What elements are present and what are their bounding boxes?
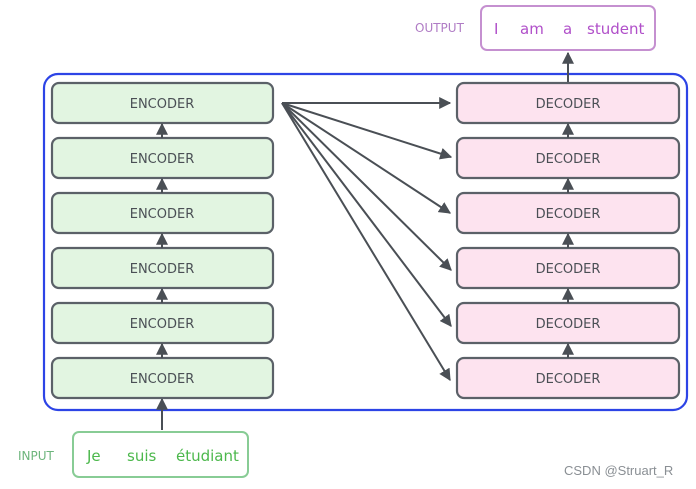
input-word: étudiant: [176, 447, 239, 465]
output-label: OUTPUT: [415, 21, 465, 35]
input-box: [72, 431, 249, 478]
encoder-label: ENCODER: [130, 97, 195, 112]
input-word: Je: [86, 447, 101, 465]
watermark: CSDN @Struart_R: [564, 463, 674, 478]
encoder-block: ENCODER: [50, 246, 275, 290]
output-word: a: [563, 20, 572, 38]
encoder-to-decoder-arrow: [281, 102, 452, 271]
output-word: student: [587, 20, 644, 38]
input-label: INPUT: [18, 449, 55, 463]
decoder-block: DECODER: [455, 191, 681, 235]
encoder-block: ENCODER: [50, 191, 275, 235]
decoder-label: DECODER: [536, 262, 601, 277]
encoder-to-decoder-arrow: [281, 102, 451, 382]
output-words: I am a student: [494, 20, 644, 38]
encoder-block: ENCODER: [50, 301, 275, 345]
encoder-stack: ENCODER ENCODER ENCODER ENCODER ENCODER ENCOD…: [50, 81, 275, 400]
encoder-label: ENCODER: [130, 152, 195, 167]
encoder-to-decoder-arrow: [281, 102, 452, 327]
decoder-block: DECODER: [455, 81, 681, 125]
input-words: Je suis étudiant: [86, 447, 239, 465]
decoder-block: DECODER: [455, 136, 681, 180]
output-box: [480, 5, 656, 51]
decoder-stack: DECODER DECODER DECODER DECODER DECODER DECOD…: [455, 81, 681, 400]
encoder-to-decoder-arrow: [281, 102, 452, 214]
decoder-label: DECODER: [536, 152, 601, 167]
input-word: suis: [127, 447, 156, 465]
decoder-label: DECODER: [536, 317, 601, 332]
encoder-label: ENCODER: [130, 207, 195, 222]
decoder-block: DECODER: [455, 301, 681, 345]
decoder-label: DECODER: [536, 207, 601, 222]
decoder-block: DECODER: [455, 356, 681, 400]
encoder-output-arrows: [281, 97, 453, 382]
encoder-label: ENCODER: [130, 317, 195, 332]
encoder-to-decoder-arrow: [281, 102, 453, 160]
output-word: I: [494, 20, 498, 38]
encoder-block: ENCODER: [50, 136, 275, 180]
encoder-label: ENCODER: [130, 372, 195, 387]
encoder-decoder-container: [42, 72, 689, 412]
output-word: am: [520, 20, 544, 38]
encoder-label: ENCODER: [130, 262, 195, 277]
encoder-block: ENCODER: [50, 81, 275, 125]
decoder-label: DECODER: [536, 372, 601, 387]
decoder-label: DECODER: [536, 97, 601, 112]
decoder-block: DECODER: [455, 246, 681, 290]
encoder-block: ENCODER: [50, 356, 275, 400]
